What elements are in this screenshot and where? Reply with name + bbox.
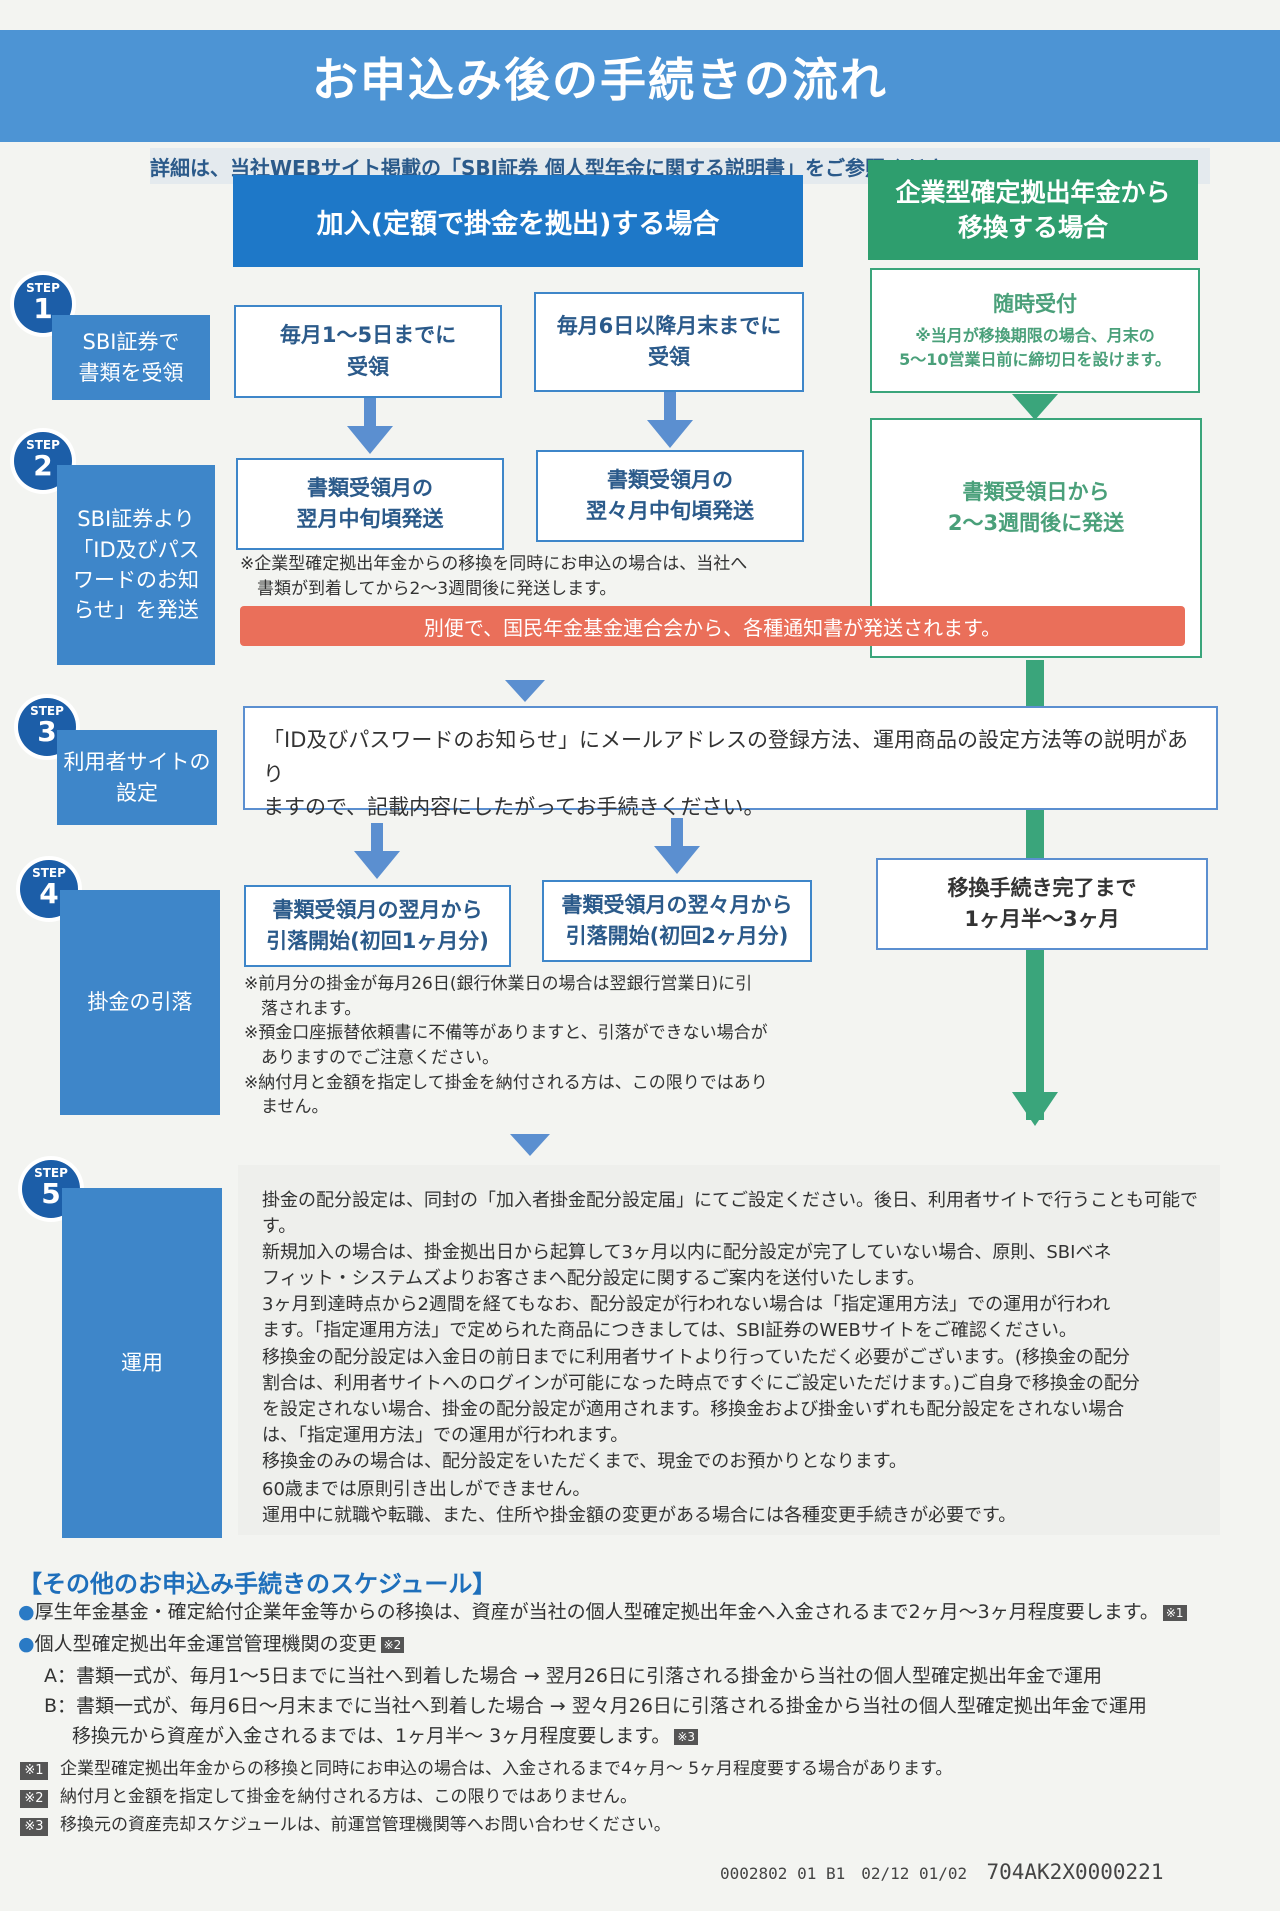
footnote-ref: ※3: [674, 1728, 699, 1745]
notice-bar: 別便で、国民年金基金連合会から、各種通知書が発送されます。: [240, 606, 1185, 646]
step1-box-anytime: 随時受付 ※当月が移換期限の場合、月末の 5～10営業日前に締切日を設けます。: [870, 268, 1200, 393]
transfer-header: 企業型確定拠出年金から 移換する場合: [868, 160, 1198, 260]
anytime-note: ※当月が移換期限の場合、月末の 5～10営業日前に締切日を設けます。: [899, 326, 1171, 370]
bullet-icon: ●: [18, 1601, 35, 1623]
other-item-2-c: 移換元から資産が入金されるまでは、1ヶ月半～ 3ヶ月程度要します。※3: [72, 1722, 1272, 1751]
step3-instructions: 「ID及びパスワードのお知らせ」にメールアドレスの登録方法、運用商品の設定方法等…: [243, 706, 1218, 819]
other-item-2: ●個人型確定拠出年金運営管理機関の変更※2: [18, 1630, 1268, 1659]
step-4-label: 掛金の引落: [60, 890, 220, 1115]
step-3-label: 利用者サイトの 設定: [57, 730, 217, 825]
step4-box-transfer-period: 移換手続き完了まで 1ヶ月半～3ヶ月: [876, 858, 1208, 950]
step1-box-late: 毎月6日以降月末までに 受領: [534, 292, 804, 392]
bullet-icon: ●: [18, 1633, 35, 1655]
arrow-down-icon: [347, 398, 393, 454]
step4-note: ※前月分の掛金が毎月26日(銀行休業日の場合は翌銀行営業日)に引 落されます。 …: [244, 974, 768, 1118]
anytime-title: 随時受付: [993, 291, 1077, 316]
other-item-2-b: B：書類一式が、毎月6日～月末までに当社へ到着した場合 → 翌々月26日に引落さ…: [44, 1695, 1147, 1717]
arrow-down-icon: [654, 818, 700, 874]
step-1-label: SBI証券で 書類を受領: [52, 315, 210, 400]
page-title: お申込み後の手続きの流れ: [312, 53, 888, 107]
triangle-down-icon: [510, 1134, 550, 1156]
triangle-down-icon: [1012, 394, 1058, 420]
step4-box-one-month: 書類受領月の翌月から 引落開始(初回1ヶ月分): [244, 885, 511, 967]
step2-box-month-after: 書類受領月の 翌々月中旬頃発送: [536, 450, 804, 542]
arrow-down-icon: [1012, 1092, 1058, 1126]
arrow-down-icon: [354, 823, 400, 879]
step-5-label: 運用: [62, 1188, 222, 1538]
step5-withdrawal-text: 60歳までは原則引き出しができません。 運用中に就職や転職、また、住所や掛金額の…: [262, 1479, 1017, 1527]
other-item-1: ●厚生年金基金・確定給付企業年金等からの移換は、資産が当社の個人型確定拠出年金へ…: [18, 1598, 1268, 1627]
other-item-2-a: A：書類一式が、毎月1～5日までに当社へ到着した場合 → 翌月26日に引落される…: [44, 1665, 1102, 1687]
footnote-ref: ※1: [1162, 1604, 1187, 1621]
step1-box-early: 毎月1～5日までに 受領: [234, 305, 502, 398]
step2-box-next-month: 書類受領月の 翌月中旬頃発送: [236, 458, 504, 550]
step4-box-two-months: 書類受領月の翌々月から 引落開始(初回2ヶ月分): [542, 880, 812, 962]
other-schedule-title: 【その他のお申込み手続きのスケジュール】: [18, 1570, 497, 1598]
step-2-label: SBI証券より 「ID及びパス ワードのお知 らせ」を発送: [57, 465, 215, 665]
step5-allocation-text: 掛金の配分設定は、同封の「加入者掛金配分設定届」にてご設定ください。後日、利用者…: [262, 1190, 1198, 1472]
triangle-down-icon: [505, 680, 545, 702]
step2-note: ※企業型確定拠出年金からの移換を同時にお申込の場合は、当社へ 書類が到着してから…: [240, 554, 748, 599]
footnote-ref: ※2: [380, 1636, 405, 1653]
arrow-down-icon: [647, 392, 693, 448]
title-banner: [0, 30, 1280, 142]
document-code: 0002802 01 B1 02/12 01/02 704AK2X0000221: [720, 1860, 1164, 1884]
join-header: 加入(定額で掛金を拠出)する場合: [233, 175, 803, 267]
step5-panel: [238, 1165, 1220, 1535]
